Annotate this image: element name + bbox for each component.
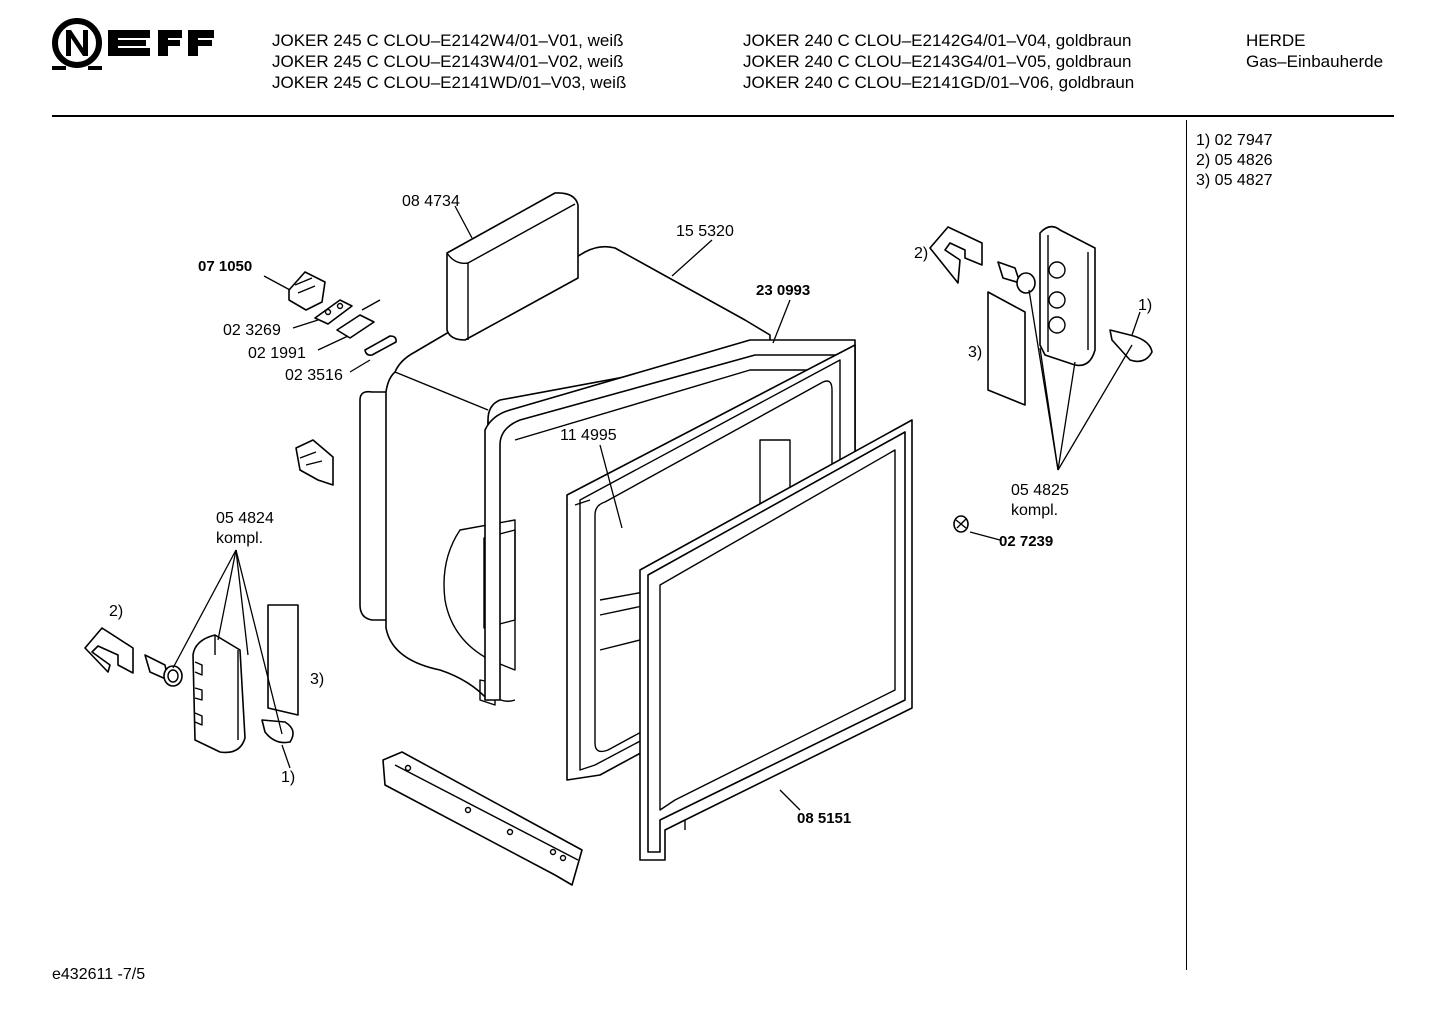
reference-legend: 1) 02 7947 2) 05 4826 3) 05 4827 [1196,131,1273,191]
model-list-joker-240: JOKER 240 C CLOU–E2142G4/01–V04, goldbra… [743,30,1134,93]
part-label: 08 5151 [797,810,851,827]
model-line: JOKER 245 C CLOU–E2143W4/01–V02, weiß [272,52,624,71]
ref-marker: 1) [281,769,295,786]
legend-item: 3) 05 4827 [1196,172,1273,189]
model-line: JOKER 240 C CLOU–E2143G4/01–V05, goldbra… [743,52,1132,71]
oven-housing [359,245,771,706]
model-line: JOKER 240 C CLOU–E2141GD/01–V06, goldbra… [743,73,1135,92]
model-line: JOKER 240 C CLOU–E2142G4/01–V04, goldbra… [743,31,1132,50]
right-valve-assembly [929,225,1153,406]
part-label: 02 1991 [248,345,306,362]
part-label: 15 5320 [676,223,734,240]
ref-marker: 3) [310,671,324,688]
neff-logo [52,18,214,70]
ref-marker: 3) [968,344,982,361]
model-line: JOKER 245 C CLOU–E2142W4/01–V01, weiß [272,31,624,50]
legend-item: 1) 02 7947 [1196,132,1273,149]
ref-marker: 1) [1138,297,1152,314]
clip-part [953,515,969,533]
part-label: 23 0993 [756,282,810,299]
ref-marker: 2) [914,245,928,262]
legend-item: 2) 05 4826 [1196,152,1273,169]
part-label: 08 4734 [402,193,460,210]
header-divider [52,115,1394,117]
product-category: HERDE Gas–Einbauherde [1246,30,1383,72]
part-label: 05 4824 [216,510,274,527]
document-id: e432611 -7/5 [52,966,146,983]
part-label: 02 3516 [285,367,343,384]
leader-lines [172,205,1141,811]
top-cover [446,192,579,341]
category-line: Gas–Einbauherde [1246,52,1384,71]
ref-marker: 2) [109,603,123,620]
door-frame [639,419,913,861]
part-label: 02 7239 [999,533,1053,550]
part-label: 07 1050 [198,258,252,275]
legend-divider [1186,120,1187,970]
part-label: kompl. [216,530,263,547]
bottom-rail [382,751,583,886]
part-label: 05 4825 [1011,482,1069,499]
category-line: HERDE [1246,31,1306,50]
side-bracket [295,439,334,486]
part-label: kompl. [1011,502,1058,519]
left-valve-assembly [84,604,299,754]
model-list-joker-245: JOKER 245 C CLOU–E2142W4/01–V01, weiß JO… [272,30,626,93]
model-line: JOKER 245 C CLOU–E2141WD/01–V03, weiß [272,73,627,92]
part-label: 02 3269 [223,322,281,339]
part-label: 11 4995 [560,427,617,444]
switch-parts [288,271,397,356]
